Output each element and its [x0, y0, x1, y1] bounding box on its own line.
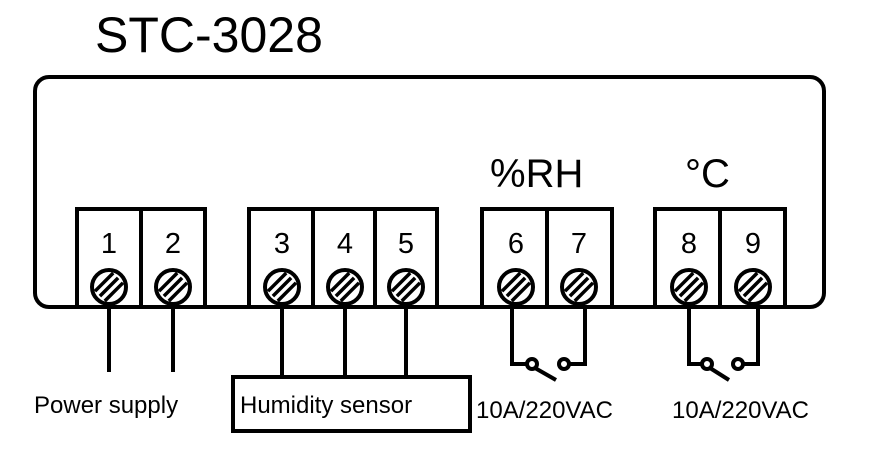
screw-icon: [90, 268, 128, 306]
humidity-channel-label: %RH: [490, 152, 583, 196]
terminal-number: 5: [398, 228, 414, 260]
rh-relay-rating: 10A/220VAC: [476, 397, 613, 424]
terminal-number: 9: [745, 228, 761, 260]
screw-icon: [734, 268, 772, 306]
terminal-number: 6: [508, 228, 524, 260]
terminals: 1 2 3 4 5 6 7 8 9: [90, 228, 772, 306]
screw-icon: [326, 268, 364, 306]
terminal-number: 8: [681, 228, 697, 260]
terminal-number: 1: [101, 228, 117, 260]
terminal-number: 3: [274, 228, 290, 260]
screw-icon: [263, 268, 301, 306]
terminal-number: 2: [165, 228, 181, 260]
terminal-blocks: [75, 207, 787, 309]
temp-relay-rating: 10A/220VAC: [672, 397, 809, 424]
temperature-channel-label: °C: [685, 152, 730, 196]
wires: [107, 306, 408, 376]
power-supply-label: Power supply: [34, 392, 178, 419]
screw-icon: [497, 268, 535, 306]
screw-icon: [387, 268, 425, 306]
screw-icon: [154, 268, 192, 306]
model-title: STC-3028: [95, 7, 323, 63]
terminal-number: 4: [337, 228, 353, 260]
humidity-sensor-box: [231, 375, 472, 433]
screw-icon: [560, 268, 598, 306]
terminal-number: 7: [571, 228, 587, 260]
relay-switch-rh: [510, 306, 587, 382]
relay-switch-temp: [687, 306, 760, 382]
humidity-sensor-label: Humidity sensor: [240, 392, 412, 419]
screw-icon: [670, 268, 708, 306]
